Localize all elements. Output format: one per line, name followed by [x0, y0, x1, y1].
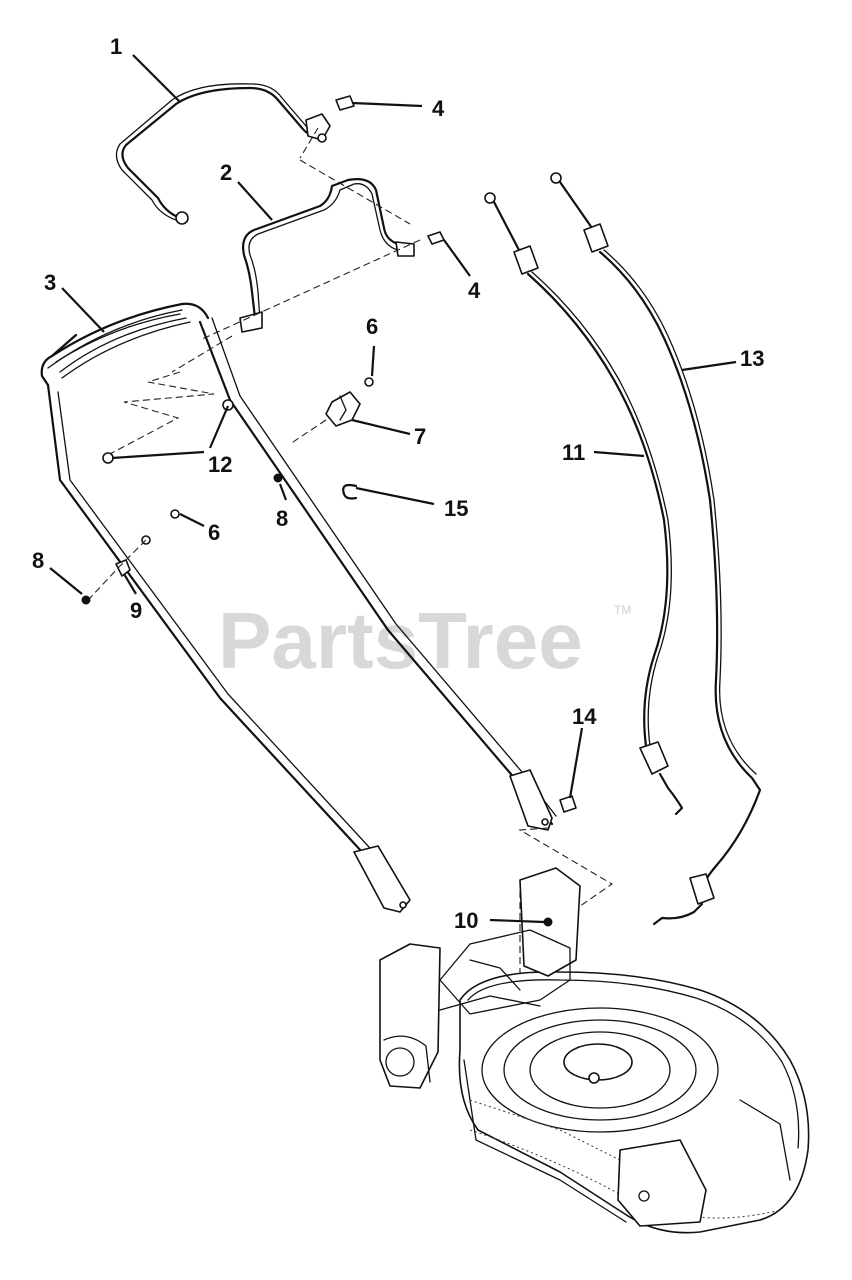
svg-text:12: 12 — [208, 452, 232, 477]
part-12-nut-a — [222, 399, 234, 411]
callout-1: 1 — [110, 34, 181, 103]
callout-8-lower: 8 — [32, 548, 83, 595]
svg-text:4: 4 — [432, 96, 445, 121]
callout-6-upper: 6 — [366, 314, 378, 377]
callout-3: 3 — [44, 270, 105, 333]
part-8-nut-a — [273, 473, 283, 483]
callout-7: 7 — [351, 418, 426, 449]
svg-text:7: 7 — [414, 424, 426, 449]
assembly-line-2 — [199, 239, 421, 341]
svg-text:3: 3 — [44, 270, 56, 295]
part-12-nut-b — [102, 452, 114, 464]
part-4-pin-upper — [335, 95, 355, 111]
callout-15: 15 — [355, 486, 468, 521]
svg-text:14: 14 — [572, 704, 597, 729]
assembly-line-3 — [299, 127, 319, 159]
part-14-bolt — [559, 795, 577, 813]
svg-text:15: 15 — [444, 496, 468, 521]
part-15-clip — [342, 483, 358, 500]
part-8-nut-b — [81, 595, 91, 605]
part-2-bail — [239, 178, 415, 333]
part-1-control-bail — [115, 83, 331, 225]
svg-text:8: 8 — [276, 506, 288, 531]
part-6-bolt-upper — [364, 377, 374, 387]
watermark-tm: TM — [614, 603, 631, 617]
svg-text:10: 10 — [454, 908, 478, 933]
callout-8-upper: 8 — [276, 483, 288, 531]
part-6-bolt-lower — [170, 509, 180, 519]
callout-6-lower: 6 — [179, 513, 220, 545]
mower-deck — [379, 867, 810, 1234]
svg-text:13: 13 — [740, 346, 764, 371]
callout-2: 2 — [220, 160, 273, 221]
part-7-bracket — [289, 391, 361, 445]
svg-text:8: 8 — [32, 548, 44, 573]
svg-text:2: 2 — [220, 160, 232, 185]
part-11-cable — [484, 192, 684, 816]
assembly-line-6 — [518, 827, 614, 921]
callout-4-upper: 4 — [351, 96, 445, 121]
part-4-pin-lower — [427, 231, 445, 245]
svg-text:6: 6 — [366, 314, 378, 339]
callout-10: 10 — [454, 908, 545, 933]
callout-11: 11 — [562, 440, 645, 465]
callout-9: 9 — [123, 573, 142, 623]
svg-text:1: 1 — [110, 34, 122, 59]
callout-13: 13 — [681, 346, 764, 372]
callout-4-lower: 4 — [443, 239, 481, 303]
svg-text:11: 11 — [562, 440, 585, 465]
svg-text:6: 6 — [208, 520, 220, 545]
callout-14: 14 — [568, 704, 597, 799]
callout-12: 12 — [111, 405, 232, 477]
svg-text:9: 9 — [130, 598, 142, 623]
svg-text:4: 4 — [468, 278, 481, 303]
part-13-cable — [550, 172, 762, 926]
assembly-line-5 — [171, 335, 233, 373]
assembly-line-4 — [105, 371, 215, 457]
part-3-handle — [40, 302, 557, 913]
assembly-line-1 — [299, 159, 411, 225]
watermark-text: PartsTree — [218, 596, 583, 685]
part-9-knob — [115, 559, 131, 577]
